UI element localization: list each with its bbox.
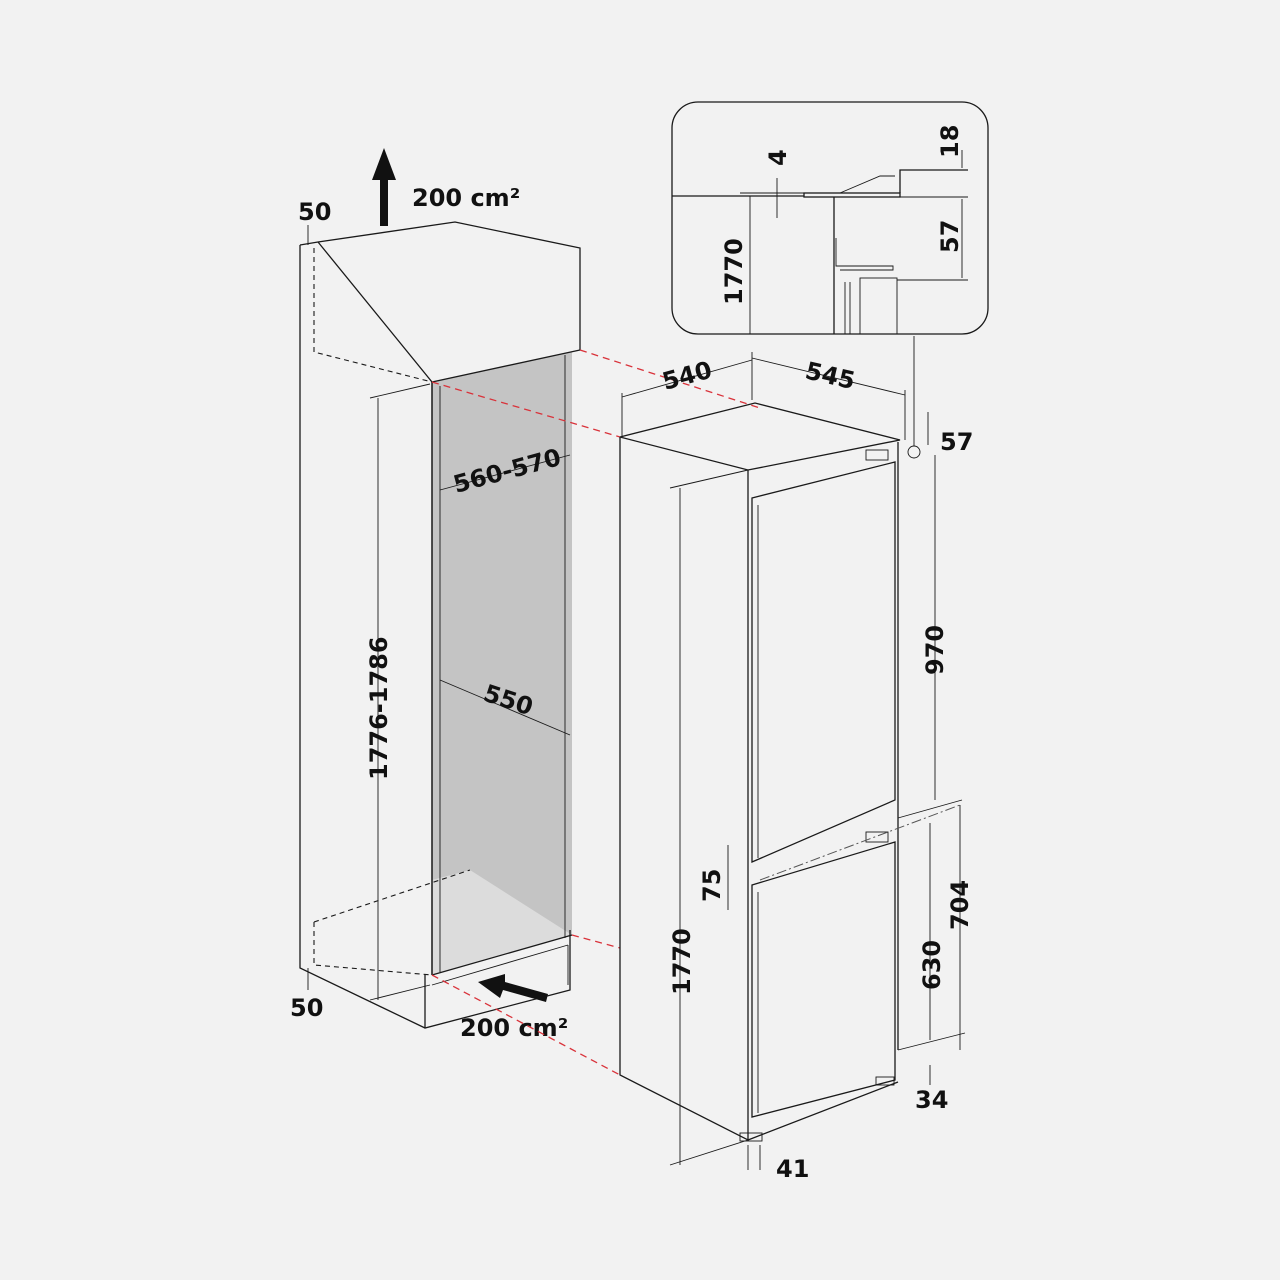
upper-door (751, 461, 896, 863)
refrigerator: 540 545 57 1770 970 75 704 630 34 41 (619, 336, 974, 1183)
upper-door-label: 970 (921, 625, 949, 675)
top-offset-label: 57 (940, 428, 973, 456)
top-hinge (865, 449, 889, 461)
airflow-up-arrow-icon (372, 148, 396, 226)
cabinet: 50 200 cm² 50 200 cm² 1776-1786 560-570 … (290, 148, 581, 1042)
door-gap-label: 75 (698, 869, 726, 902)
hinge-detail-inset: 4 1770 18 57 (671, 101, 989, 335)
width-label: 540 (659, 356, 715, 396)
detail-gap-label: 4 (764, 149, 792, 166)
niche-back-panel (432, 352, 572, 975)
height-label: 1770 (668, 928, 696, 995)
alignment-guides (431, 349, 761, 1076)
lower-section-label: 704 (946, 880, 974, 930)
lower-door-label: 630 (918, 940, 946, 990)
detail-hinge-label: 57 (936, 220, 964, 253)
middle-hinge (865, 831, 889, 843)
niche-floor (432, 870, 572, 975)
detail-top-offset-label: 18 (936, 125, 964, 158)
bottom-clearance-label: 50 (290, 994, 323, 1022)
niche-height-label: 1776-1786 (365, 636, 393, 780)
detail-height-label: 1770 (720, 238, 748, 305)
lower-door (751, 841, 896, 1118)
bottom-offset-label: 34 (915, 1086, 948, 1114)
airflow-in-arrow-icon (478, 974, 548, 1002)
depth-label: 545 (803, 357, 858, 396)
door-offset-label: 41 (776, 1155, 809, 1183)
vent-bottom-label: 200 cm² (460, 1014, 568, 1042)
vent-top-label: 200 cm² (412, 184, 520, 212)
top-clearance-label: 50 (298, 198, 331, 226)
